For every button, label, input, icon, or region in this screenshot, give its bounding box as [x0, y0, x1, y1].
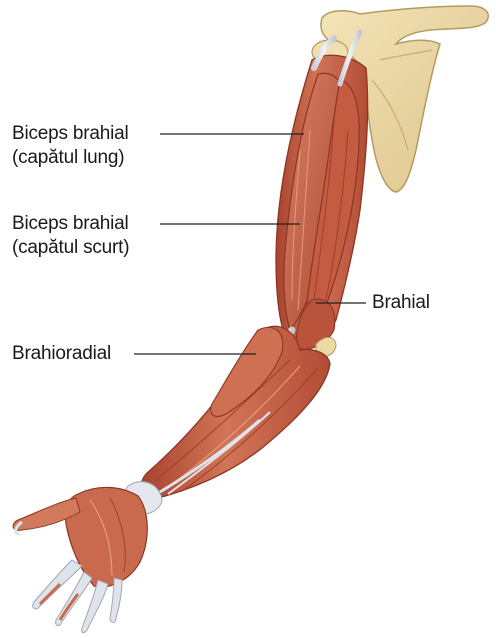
label-brachialis: Brahial — [372, 291, 430, 315]
hand-illustration — [13, 482, 162, 633]
label-biceps-long-line2: (capătul lung) — [12, 146, 129, 170]
upper-arm-muscles — [276, 32, 368, 362]
label-biceps-long-line1: Biceps brahial — [12, 122, 129, 146]
label-biceps-short: Biceps brahial (capătul scurt) — [12, 212, 129, 260]
label-biceps-long: Biceps brahial (capătul lung) — [12, 122, 129, 170]
forearm-muscles — [141, 326, 330, 500]
label-biceps-short-line1: Biceps brahial — [12, 212, 129, 236]
label-biceps-short-line2: (capătul scurt) — [12, 236, 129, 260]
label-brachioradialis: Brahioradial — [12, 342, 111, 366]
